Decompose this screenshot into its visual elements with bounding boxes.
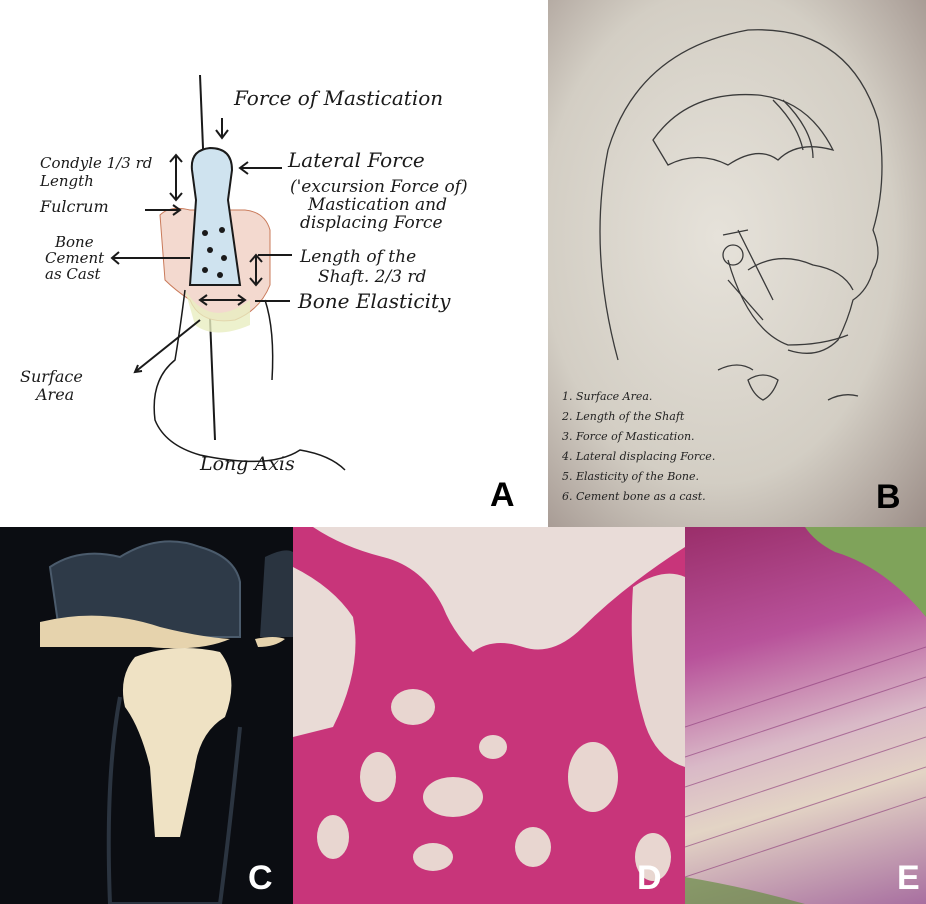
condyle-length-label: Length: [39, 172, 94, 190]
force-of-mastication-label: Force of Mastication: [233, 86, 443, 110]
condyle-sketch: [723, 245, 743, 265]
legend-item-3: 3. Force of Mastication.: [562, 430, 695, 443]
legend-item-2: 2. Length of the Shaft: [561, 410, 685, 423]
panel-b-sketch: 1. Surface Area. 2. Length of the Shaft …: [548, 0, 926, 527]
lumen-area: [313, 527, 685, 652]
fiber-strokes: [685, 647, 926, 877]
implant-hole: [221, 255, 227, 261]
bone-elasticity-label: Bone Elasticity: [297, 289, 451, 313]
background-region: [805, 527, 926, 617]
panel-e-histology: [685, 527, 926, 904]
displacing-force-label: displacing Force: [300, 213, 443, 233]
long-axis-label: Long Axis: [199, 453, 295, 475]
fossa-component-2: [255, 637, 285, 647]
shaft-fraction-label: Shaft. 2/3 rd: [318, 267, 427, 287]
panel-d-letter: D: [637, 861, 662, 895]
fulcrum-label: Fulcrum: [39, 197, 109, 216]
area-label: Area: [34, 385, 74, 404]
cranium-line: [773, 100, 803, 150]
condyle-label: Condyle 1/3 rd: [40, 154, 152, 172]
implant-hole: [202, 267, 208, 273]
implant-hole: [207, 247, 213, 253]
vertebra-sketch: [748, 375, 778, 400]
panel-b-letter: B: [876, 480, 901, 514]
panel-d-histology: [293, 527, 685, 904]
maxilla-outline: [748, 259, 853, 290]
panel-e-letter: E: [897, 861, 920, 895]
neck-outline-right: [265, 300, 273, 380]
surface-label: Surface: [20, 367, 83, 386]
lumen-area: [293, 567, 356, 737]
legend-item-5: 5. Elasticity of the Bone.: [562, 470, 699, 483]
neck-line: [718, 365, 753, 370]
mastication-and-label: Mastication and: [307, 195, 447, 215]
skull-outline: [600, 30, 882, 360]
panel-c-xray: [0, 527, 293, 904]
bone-islands: [317, 689, 671, 881]
as-cast-label: as Cast: [45, 265, 102, 283]
panel-d: D: [293, 527, 685, 904]
excursion-force-label: ('excursion Force of): [290, 177, 468, 197]
legend-item-4: 4. Lateral displacing Force.: [561, 450, 715, 463]
signature-stroke: [828, 395, 858, 400]
implant-sketch: [723, 230, 773, 320]
implant-hole: [217, 272, 223, 278]
panel-a: Force of Mastication Lateral Force ('exc…: [0, 0, 545, 520]
length-of-shaft-label: Length of the: [299, 247, 416, 267]
lateral-force-label: Lateral Force: [287, 148, 425, 172]
panel-a-drawing: Force of Mastication Lateral Force ('exc…: [0, 0, 545, 520]
lumen-area: [632, 574, 685, 767]
adjacent-section: [260, 550, 293, 637]
panel-b: 1. Surface Area. 2. Length of the Shaft …: [548, 0, 926, 527]
implant-hole: [219, 227, 225, 233]
mandible-outline: [728, 260, 848, 345]
panel-c: C: [0, 527, 293, 904]
panel-a-letter: A: [490, 478, 515, 512]
panel-c-letter: C: [248, 861, 273, 895]
bottom-region: [685, 877, 805, 904]
condylar-implant: [123, 648, 231, 837]
legend-item-6: 6. Cement bone as a cast.: [562, 490, 706, 503]
panel-e: E: [685, 527, 926, 904]
legend-item-1: 1. Surface Area.: [562, 390, 652, 403]
implant-hole: [202, 230, 208, 236]
legend-list: 1. Surface Area. 2. Length of the Shaft …: [561, 390, 715, 503]
